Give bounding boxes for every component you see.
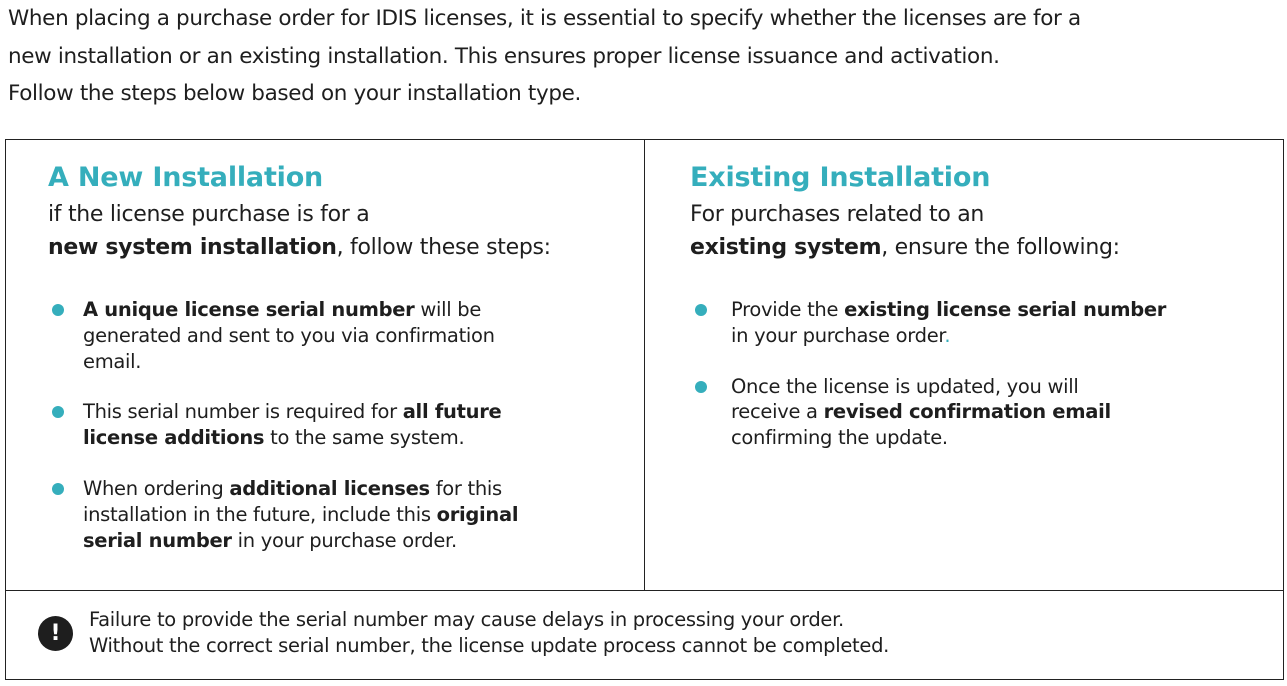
- list-item: Once the license is updated, you will re…: [695, 374, 1255, 451]
- bullet-dot-icon: [52, 304, 64, 316]
- new-installation-subtitle: if the license purchase is for a new sys…: [48, 198, 551, 264]
- exclamation-icon: !: [38, 616, 73, 651]
- bullet-text: Provide the: [731, 298, 845, 321]
- installation-comparison-table: A New Installation if the license purcha…: [5, 139, 1284, 680]
- new-installation-sub-rest: , follow these steps:: [336, 235, 551, 260]
- bullet-dot-icon: [695, 380, 707, 393]
- serial-number-notice: ! Failure to provide the serial number m…: [6, 591, 1283, 680]
- bullet-line: confirming the update.: [731, 426, 948, 450]
- bullet-line: serial number in your purchase order.: [83, 528, 608, 554]
- list-item: Provide the existing license serial numb…: [695, 297, 1255, 349]
- existing-installation-steps: Provide the existing license serial numb…: [695, 297, 1255, 476]
- bullet-line: This serial number is required for all f…: [83, 399, 608, 425]
- existing-installation-sub-rest: , ensure the following:: [881, 235, 1120, 260]
- bullet-line: Provide the existing license serial numb…: [731, 297, 1255, 323]
- intro-paragraph: When placing a purchase order for IDIS l…: [8, 0, 1278, 113]
- bullet-line: in your purchase order.: [731, 323, 1255, 349]
- bullet-text: When ordering: [83, 476, 230, 500]
- notice-line-1: Failure to provide the serial number may…: [89, 608, 844, 631]
- bullet-text: installation in the future, include this: [83, 502, 437, 526]
- bullet-line: generated and sent to you via confirmati…: [83, 323, 495, 347]
- notice-line-2: Without the correct serial number, the l…: [89, 634, 890, 657]
- new-installation-title: A New Installation: [48, 162, 324, 193]
- bullet-text: in your purchase order.: [231, 528, 458, 552]
- table-divider: [6, 590, 1283, 591]
- intro-line-2: new installation or an existing installa…: [8, 43, 1000, 69]
- existing-installation-sub-line-1: For purchases related to an: [690, 202, 985, 227]
- bullet-line: license additions to the same system.: [83, 425, 608, 451]
- existing-installation-subtitle: For purchases related to an existing sys…: [690, 198, 1120, 264]
- bullet-line: receive a revised confirmation email: [731, 399, 1255, 425]
- bullet-text: This serial number is required for: [83, 400, 403, 424]
- bullet-text: to the same system.: [264, 426, 465, 450]
- bullet-bold: original: [436, 502, 519, 526]
- new-installation-column: A New Installation if the license purcha…: [6, 140, 645, 590]
- intro-line-3: Follow the steps below based on your ins…: [8, 81, 582, 106]
- bullet-bold: all future: [402, 400, 502, 424]
- bullet-text: receive a: [731, 400, 824, 424]
- accent-period: .: [944, 323, 951, 347]
- bullet-line: Once the license is updated, you will: [731, 374, 1079, 398]
- new-installation-sub-line-2: new system installation, follow these st…: [48, 231, 551, 264]
- list-item: This serial number is required for all f…: [48, 399, 608, 451]
- existing-installation-column: Existing Installation For purchases rela…: [645, 140, 1283, 590]
- new-installation-sub-line-1: if the license purchase is for a: [48, 202, 370, 227]
- existing-installation-title: Existing Installation: [690, 162, 991, 193]
- bullet-bold: revised confirmation email: [823, 400, 1112, 424]
- bullet-line: When ordering additional licenses for th…: [83, 476, 608, 502]
- bullet-text: will be: [414, 298, 482, 321]
- bullet-bold: A unique license serial number: [83, 298, 415, 321]
- bullet-dot-icon: [52, 482, 64, 495]
- bullet-line: installation in the future, include this…: [83, 502, 608, 528]
- bullet-dot-icon: [695, 304, 707, 316]
- existing-installation-sub-bold: existing system: [690, 235, 882, 260]
- intro-line-1: When placing a purchase order for IDIS l…: [8, 6, 1081, 31]
- new-installation-steps: A unique license serial number will be g…: [48, 297, 608, 578]
- bullet-bold: additional licenses: [229, 476, 430, 500]
- list-item: A unique license serial number will be g…: [48, 297, 608, 374]
- bullet-bold: serial number: [83, 528, 232, 552]
- bullet-text: for this: [429, 476, 503, 500]
- bullet-bold: existing license serial number: [844, 298, 1167, 321]
- list-item: When ordering additional licenses for th…: [48, 476, 608, 553]
- notice-text: Failure to provide the serial number may…: [89, 607, 889, 659]
- bullet-dot-icon: [52, 406, 64, 419]
- bullet-text: in your purchase order: [731, 323, 945, 347]
- bullet-line: email.: [83, 349, 142, 373]
- existing-installation-sub-line-2: existing system, ensure the following:: [690, 231, 1120, 264]
- new-installation-sub-bold: new system installation: [48, 235, 337, 260]
- bullet-line: A unique license serial number will be: [83, 297, 608, 323]
- bullet-bold: license additions: [83, 426, 265, 450]
